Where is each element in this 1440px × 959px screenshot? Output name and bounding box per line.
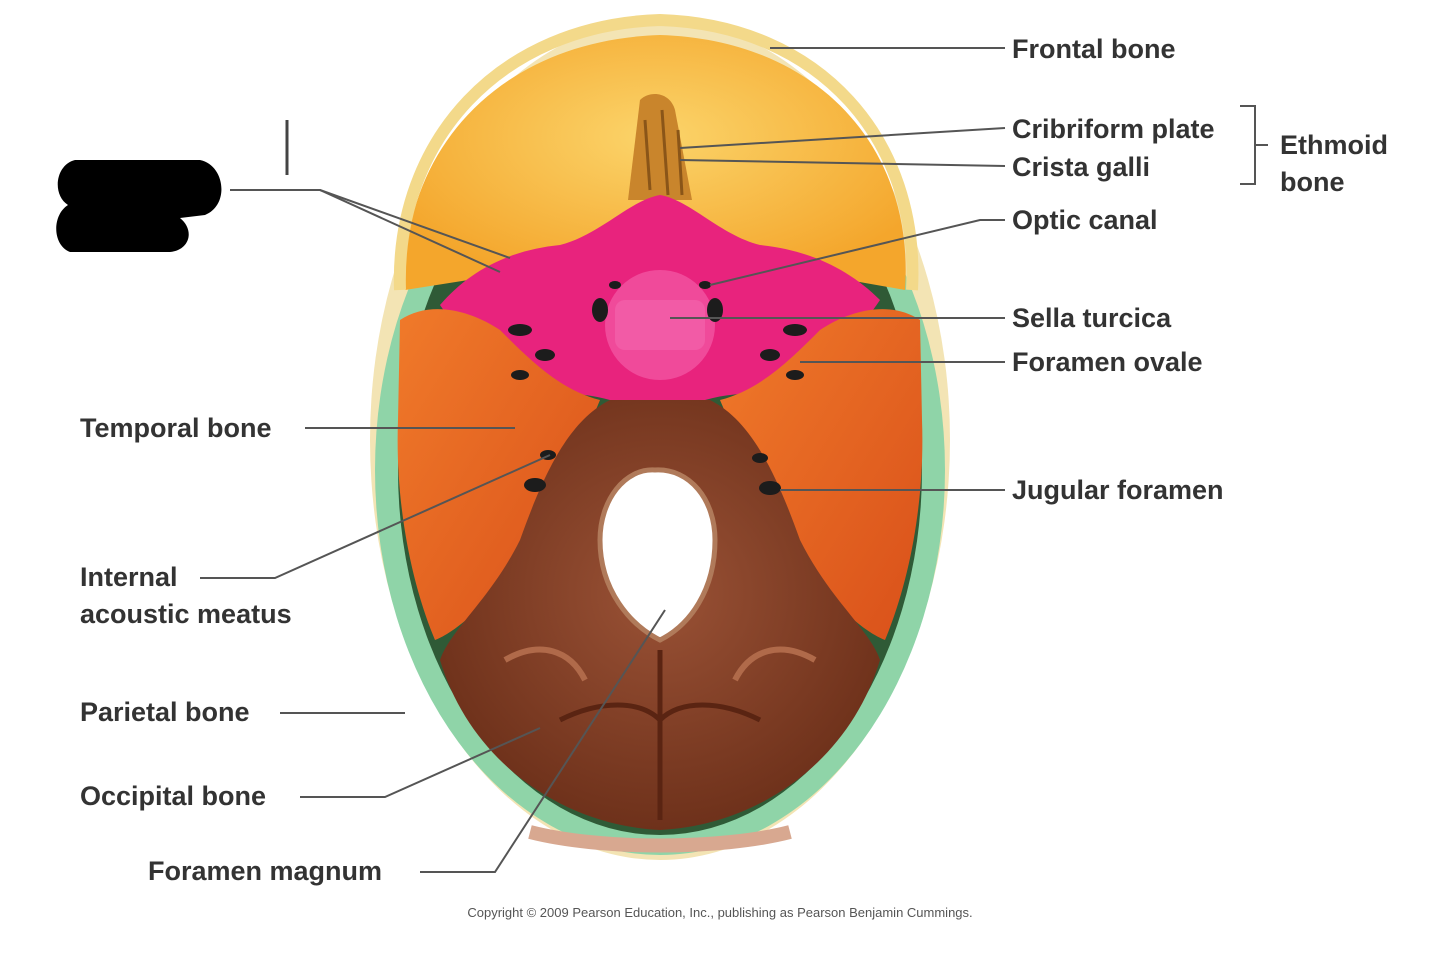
label-jugular-foramen: Jugular foramen [1012,475,1224,505]
label-sella-turcica: Sella turcica [1012,303,1172,333]
label-parietal-bone: Parietal bone [80,697,250,727]
foramen-magnum-hole [597,467,718,643]
redacted-label-blob [56,160,222,252]
label-cribriform-plate: Cribriform plate [1012,114,1215,144]
leader-lines [200,47,1268,873]
foramina-holes [508,281,807,495]
label-ethmoid-bone-line1: Ethmoid [1280,130,1388,160]
label-optic-canal: Optic canal [1012,205,1158,235]
label-frontal-bone: Frontal bone [1012,34,1176,64]
label-crista-galli: Crista galli [1012,152,1151,182]
label-temporal-bone: Temporal bone [80,413,272,443]
copyright-notice: Copyright © 2009 Pearson Education, Inc.… [467,905,973,920]
temporal-bone-left [397,309,600,640]
label-foramen-ovale: Foramen ovale [1012,347,1203,377]
label-ethmoid-bone-line2: bone [1280,167,1345,197]
temporal-bone-right [720,309,923,640]
label-occipital-bone: Occipital bone [80,781,267,811]
label-internal-acoustic-meatus-line2: acoustic meatus [80,599,292,629]
label-internal-acoustic-meatus-line1: Internal [80,562,178,592]
label-foramen-magnum: Foramen magnum [148,856,383,886]
